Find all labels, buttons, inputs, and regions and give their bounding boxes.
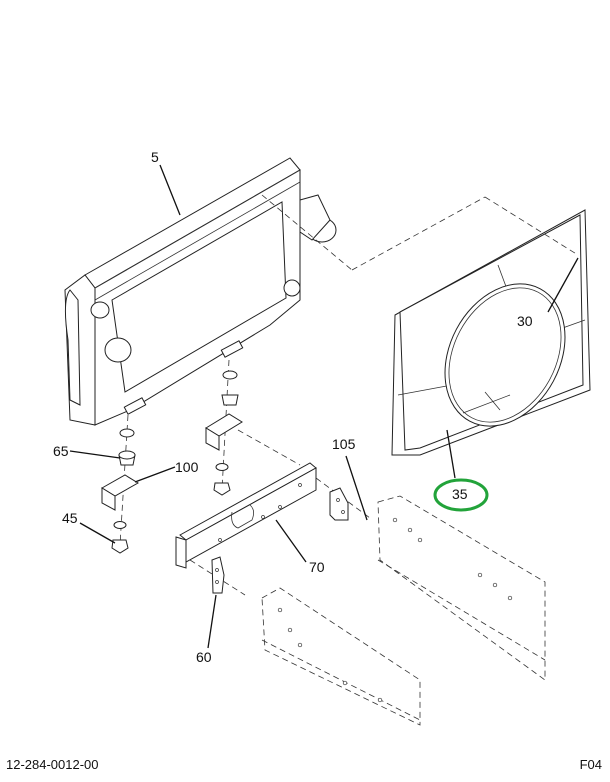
sheet-code: F04 [579,757,602,772]
callout-45[interactable]: 45 [62,510,78,526]
fan-shroud[interactable] [351,196,591,456]
illustration-number: 12-284-0012-00 [6,757,99,772]
callout-60[interactable]: 60 [196,649,212,665]
bracket-60[interactable] [211,556,225,594]
crossmember[interactable] [175,462,371,596]
callout-30[interactable]: 30 [517,313,533,329]
highlight-ellipse [433,478,489,512]
frame-rail-left [261,587,421,726]
left-mount-stack[interactable] [101,414,139,554]
radiator-assembly[interactable] [64,157,353,426]
callout-105[interactable]: 105 [332,436,356,452]
leader-lines [69,164,579,649]
bracket-105[interactable] [329,487,349,521]
frame-rail-right [377,495,546,681]
callout-100[interactable]: 100 [175,459,199,475]
callout-5[interactable]: 5 [151,149,159,165]
callout-65[interactable]: 65 [53,443,69,459]
callout-70[interactable]: 70 [309,559,325,575]
callout-35[interactable]: 35 [452,486,468,502]
right-mount-stack[interactable] [205,359,301,496]
